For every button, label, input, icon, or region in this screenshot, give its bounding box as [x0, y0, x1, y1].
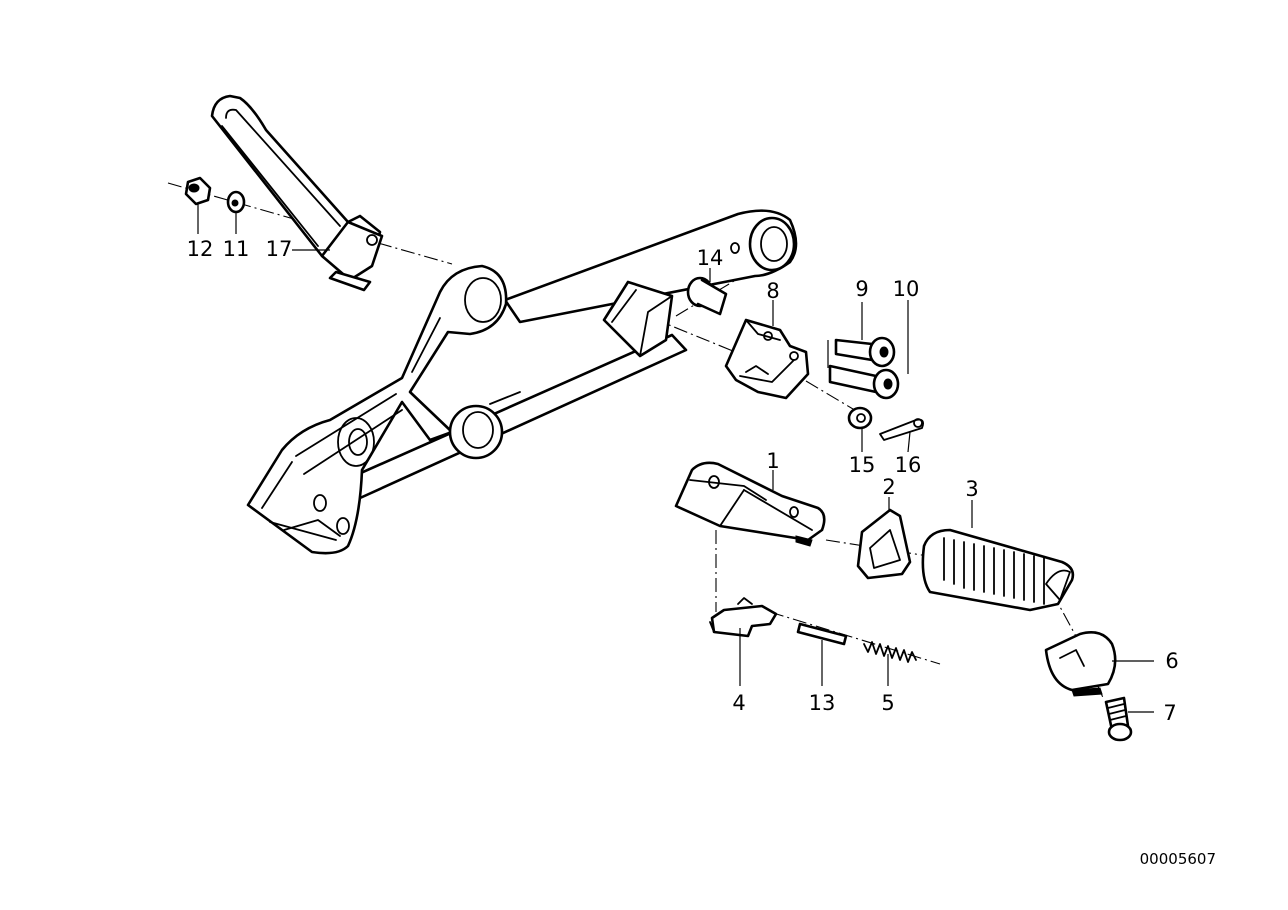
footrest-part-1	[674, 461, 826, 547]
part-label-17: 17	[266, 237, 293, 261]
hinge-block-part-8	[724, 318, 810, 400]
clip-part-4	[709, 597, 778, 638]
label-leaders	[197, 204, 1154, 713]
nut-part-12	[184, 176, 212, 206]
pad-ribs	[943, 537, 1045, 605]
part-label-3: 3	[965, 477, 978, 501]
diagram-reference-number: 00005607	[1140, 850, 1216, 868]
rubber-pad-part-3	[921, 528, 1075, 612]
washer-part-15	[847, 406, 873, 430]
part-label-14: 14	[697, 246, 724, 270]
part-label-5: 5	[881, 691, 894, 715]
screw-part-7	[1104, 696, 1133, 742]
bolt-part-10	[828, 364, 900, 400]
cotter-pin-part-16	[879, 418, 925, 441]
washer-part-11	[226, 190, 246, 214]
part-label-12: 12	[187, 237, 214, 261]
part-label-6: 6	[1165, 649, 1178, 673]
part-label-11: 11	[223, 237, 250, 261]
part-label-16: 16	[895, 453, 922, 477]
part-labels: 1 2 3 4 5 6 7 8 9 10 11 12 13 14 15 16 1…	[187, 237, 1179, 725]
bolt-part-9	[834, 336, 896, 368]
part-label-1: 1	[766, 449, 779, 473]
pin-part-13	[796, 622, 848, 646]
spring-part-5	[863, 641, 917, 663]
lever-part-17	[210, 94, 384, 292]
part-label-8: 8	[766, 279, 779, 303]
part-label-9: 9	[855, 277, 868, 301]
damper-plate-part-2	[856, 508, 912, 580]
part-label-15: 15	[849, 453, 876, 477]
end-cap-part-6	[1044, 631, 1117, 697]
footrest-bracket	[246, 209, 798, 555]
part-label-4: 4	[732, 691, 745, 715]
part-label-13: 13	[809, 691, 836, 715]
part-label-7: 7	[1163, 701, 1176, 725]
part-label-10: 10	[893, 277, 920, 301]
part-label-2: 2	[882, 475, 895, 499]
pin-part-14	[686, 276, 728, 316]
